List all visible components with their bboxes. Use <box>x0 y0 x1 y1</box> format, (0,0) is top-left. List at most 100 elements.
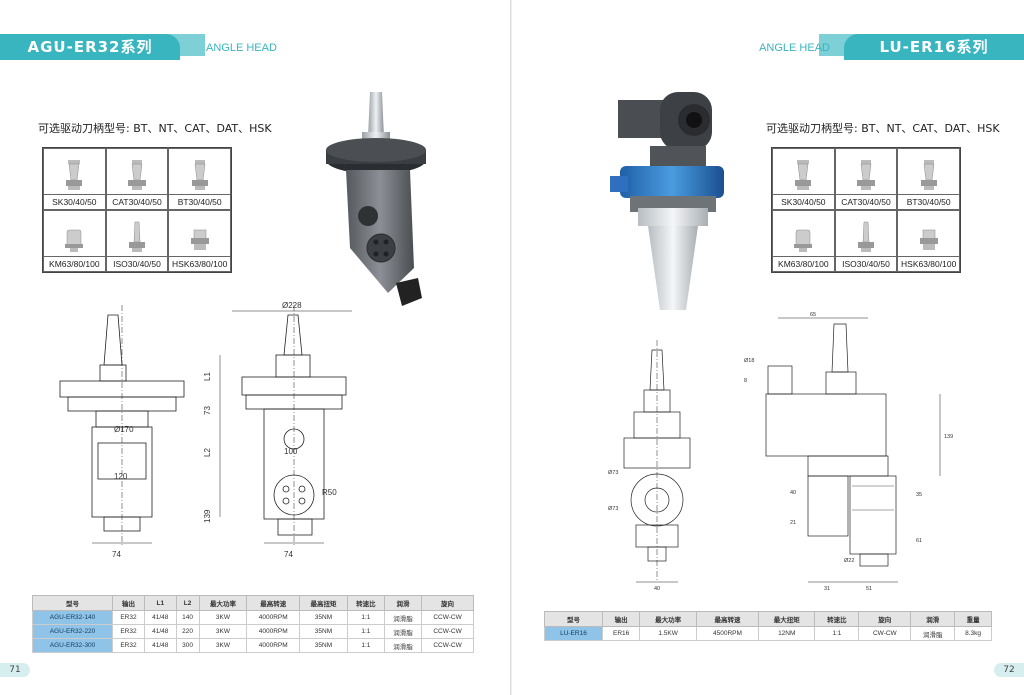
th-lube: 润滑 <box>383 595 423 611</box>
dim-228: Ø228 <box>282 301 302 310</box>
cell: 润滑脂 <box>383 638 423 653</box>
th-speed: 最高转速 <box>246 595 301 611</box>
holder-label: BT30/40/50 <box>169 194 230 209</box>
cell: 4000RPM <box>246 638 301 653</box>
cell: 41/48 <box>143 610 177 625</box>
holder-cell: CAT30/40/50 <box>834 148 898 210</box>
page-subtitle: ANGLE HEAD <box>759 42 830 54</box>
dim-51: 51 <box>866 586 872 592</box>
cell: 润滑脂 <box>383 624 423 639</box>
cell: ER32 <box>112 638 145 653</box>
holder-cell: KM63/80/100 <box>43 210 106 272</box>
cell: 4500RPM <box>695 626 760 641</box>
th-power: 最大功率 <box>639 611 697 627</box>
cell: CCW-CW <box>421 624 474 639</box>
dim-73-b: Ø73 <box>608 506 618 512</box>
dim-170: Ø170 <box>114 425 134 434</box>
cell: 1:1 <box>814 626 860 641</box>
dim-100: 100 <box>284 447 298 456</box>
th-rotation: 旋向 <box>421 595 474 611</box>
dim-35: 35 <box>916 492 922 498</box>
th-ratio: 转速比 <box>346 595 385 611</box>
lu-angle-head-photo <box>610 92 724 310</box>
right-page: LU-ER16系列 ANGLE HEAD 可选驱动刀柄型号: BT、NT、CAT… <box>512 0 1024 695</box>
cell: 12NM <box>757 626 816 641</box>
holder-cell: BT30/40/50 <box>168 148 231 210</box>
holder-label: KM63/80/100 <box>773 256 834 271</box>
page-number: 72 <box>994 663 1024 677</box>
cell: LU-ER16 <box>544 626 603 641</box>
dim-31: 31 <box>824 586 830 592</box>
th-speed: 最高转速 <box>695 611 760 627</box>
holder-grid: SK30/40/50 CAT30/40/50 BT30/40/50 KM63/8… <box>771 147 961 273</box>
holder-cat-icon <box>856 160 875 190</box>
table-row: AGU-ER32-220 ER32 41/48 220 3KW 4000RPM … <box>31 624 474 639</box>
holder-grid: SK30/40/50 CAT30/40/50 BT30/40/50 KM63/8… <box>42 147 232 273</box>
cell: 41/48 <box>143 624 177 639</box>
holder-km-icon <box>794 229 813 252</box>
dim-22: Ø22 <box>844 558 854 564</box>
dim-40-front: 40 <box>654 586 660 592</box>
holder-label: ISO30/40/50 <box>106 256 168 271</box>
holder-label: SK30/40/50 <box>44 194 105 209</box>
th-torque: 最大扭矩 <box>757 611 816 627</box>
dim-139: 139 <box>944 434 953 440</box>
holder-km-icon <box>65 229 84 252</box>
cell: 35NM <box>299 624 348 639</box>
dim-65: 65 <box>810 312 816 318</box>
spec-table-right: 型号 输出 最大功率 最高转速 最大扭矩 转速比 旋向 润滑 重量 LU-ER1… <box>544 611 992 641</box>
dim-r50: R50 <box>322 488 337 497</box>
holder-cell: SK30/40/50 <box>43 148 106 210</box>
holder-bt-icon <box>191 160 208 190</box>
holder-label: SK30/40/50 <box>773 194 834 209</box>
cell: 35NM <box>299 610 348 625</box>
dim-73: 73 <box>203 406 212 415</box>
th-l2: L2 <box>175 595 200 611</box>
holder-cell: ISO30/40/50 <box>105 210 169 272</box>
holder-iso-icon <box>857 221 874 252</box>
holder-iso-icon <box>128 221 145 252</box>
holder-hsk-icon <box>919 229 938 250</box>
th-model: 型号 <box>544 611 603 627</box>
holder-label: KM63/80/100 <box>44 256 105 271</box>
cell: 润滑脂 <box>383 610 423 625</box>
th-torque: 最高扭矩 <box>299 595 348 611</box>
holder-cell: BT30/40/50 <box>897 148 960 210</box>
cell: 41/48 <box>143 638 177 653</box>
page-number: 71 <box>0 663 30 677</box>
holder-label: HSK63/80/100 <box>898 256 959 271</box>
cell: 140 <box>175 610 200 625</box>
dim-40: 40 <box>790 490 796 496</box>
dim-74-side: 74 <box>284 550 293 559</box>
th-power: 最大功率 <box>198 595 248 611</box>
page-title: LU-ER16系列 <box>844 34 1024 60</box>
th-l1: L1 <box>143 595 177 611</box>
cell: 3KW <box>198 624 248 639</box>
technical-drawing-right: Ø73 Ø73 40 65 Ø18 8 139 40 21 35 61 Ø22 … <box>608 312 953 592</box>
cell: 4000RPM <box>246 610 301 625</box>
dim-21: 21 <box>790 520 796 526</box>
dim-18: Ø18 <box>744 358 754 364</box>
dim-l1: L1 <box>203 372 212 381</box>
cell: ER16 <box>601 626 641 641</box>
holder-label: BT30/40/50 <box>898 194 959 209</box>
holder-cell: HSK63/80/100 <box>897 210 960 272</box>
cell: AGU-ER32-140 <box>31 610 114 625</box>
cell: 4000RPM <box>246 624 301 639</box>
table-header-row: 型号 输出 最大功率 最高转速 最大扭矩 转速比 旋向 润滑 重量 <box>544 611 992 627</box>
cell: ER32 <box>112 624 145 639</box>
page-title: AGU-ER32系列 <box>0 34 180 60</box>
cell: CCW-CW <box>421 638 474 653</box>
holder-cell: KM63/80/100 <box>772 210 835 272</box>
angle-head-photo <box>326 92 426 306</box>
holder-cat-icon <box>127 160 146 190</box>
table-row: LU-ER16 ER16 1.5KW 4500RPM 12NM 1:1 CW-C… <box>544 626 992 641</box>
dim-74: 74 <box>112 550 121 559</box>
dim-61: 61 <box>916 538 922 544</box>
holder-cell: CAT30/40/50 <box>105 148 169 210</box>
table-row: AGU-ER32-140 ER32 41/48 140 3KW 4000RPM … <box>31 610 474 625</box>
holder-label: ISO30/40/50 <box>835 256 897 271</box>
spec-table-left: 型号 输出 L1 L2 最大功率 最高转速 最高扭矩 转速比 润滑 旋向 AGU… <box>31 595 474 653</box>
cell: ER32 <box>112 610 145 625</box>
holder-cell: SK30/40/50 <box>772 148 835 210</box>
